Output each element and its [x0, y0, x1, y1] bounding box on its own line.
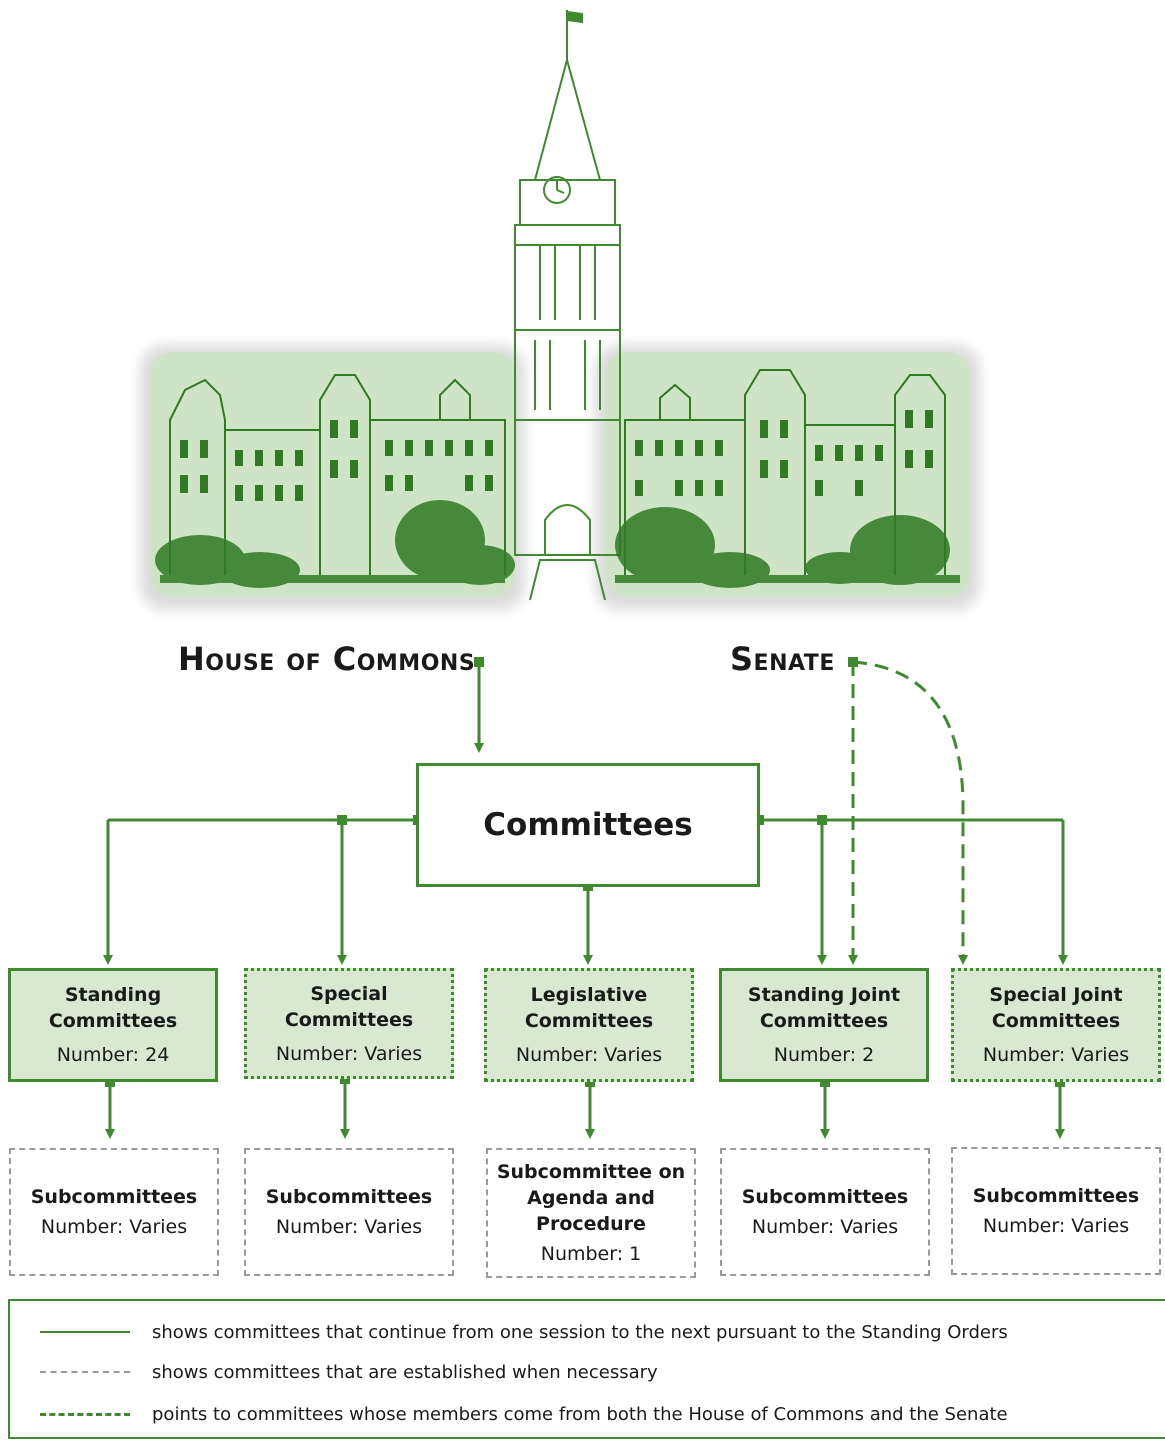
subcommittee-title: Subcommittees	[265, 1186, 433, 1208]
committee-number: Number: Varies	[982, 1044, 1130, 1066]
subcommittees-box: Subcommittees Number: Varies	[720, 1148, 930, 1276]
committee-number: Number: Varies	[515, 1044, 663, 1066]
special-joint-committees-box: Special Joint Committees Number: Varies	[951, 968, 1161, 1082]
subcommittee-title: Subcommittees	[30, 1186, 198, 1208]
subcommittees-box: Subcommittees Number: Varies	[9, 1148, 219, 1276]
dotted-line-sample	[40, 1371, 130, 1373]
special-committees-box: Special Committees Number: Varies	[244, 968, 454, 1079]
committee-title: Legislative Committees	[524, 984, 654, 1032]
subcommittee-title: Subcommittee on Agenda and Procedure	[496, 1161, 686, 1235]
committee-number: Number: Varies	[275, 1042, 423, 1065]
subcommittee-number: Number: Varies	[751, 1216, 899, 1238]
senate-label: Senate	[730, 640, 835, 678]
committee-title: Standing Joint Committees	[747, 984, 901, 1032]
solid-line-sample	[40, 1331, 130, 1333]
connector-lines	[103, 657, 1068, 1139]
legislative-committees-box: Legislative Committees Number: Varies	[484, 968, 694, 1082]
committees-label: Committees	[483, 807, 693, 843]
subcommittee-number: Number: Varies	[275, 1216, 423, 1238]
committee-number: Number: 2	[773, 1044, 875, 1066]
house-of-commons-label: House of Commons	[178, 640, 476, 678]
subcommittees-box: Subcommittees Number: Varies	[244, 1148, 454, 1276]
parliament-building-illustration	[140, 10, 980, 610]
subcommittees-box: Subcommittees Number: Varies	[951, 1147, 1161, 1275]
committees-box: Committees	[416, 763, 760, 887]
standing-committees-box: Standing Committees Number: 24	[8, 968, 218, 1082]
subcommittee-number: Number: Varies	[982, 1215, 1130, 1237]
legend-text: shows committees that continue from one …	[152, 1321, 1008, 1343]
committee-title: Special Committees	[284, 982, 414, 1031]
subcommittee-number: Number: Varies	[40, 1216, 188, 1238]
subcommittee-title: Subcommittees	[741, 1186, 909, 1208]
standing-joint-committees-box: Standing Joint Committees Number: 2	[719, 968, 929, 1082]
legend: shows committees that continue from one …	[8, 1299, 1165, 1439]
agenda-procedure-subcommittee-box: Subcommittee on Agenda and Procedure Num…	[486, 1148, 696, 1278]
legend-item-dashed: points to committees whose members come …	[10, 1399, 1008, 1429]
senate-to-special-joint-dashed	[852, 660, 968, 965]
committee-title: Special Joint Committees	[989, 984, 1123, 1032]
committee-title: Standing Committees	[48, 984, 178, 1032]
legend-item-dotted: shows committees that are established wh…	[10, 1357, 658, 1387]
legend-item-solid: shows committees that continue from one …	[10, 1317, 1008, 1347]
subcommittee-number: Number: 1	[540, 1243, 642, 1265]
dashed-line-sample	[40, 1412, 130, 1416]
subcommittee-title: Subcommittees	[972, 1185, 1140, 1207]
committee-number: Number: 24	[56, 1044, 170, 1066]
legend-text: shows committees that are established wh…	[152, 1361, 658, 1383]
legend-text: points to committees whose members come …	[152, 1403, 1008, 1425]
